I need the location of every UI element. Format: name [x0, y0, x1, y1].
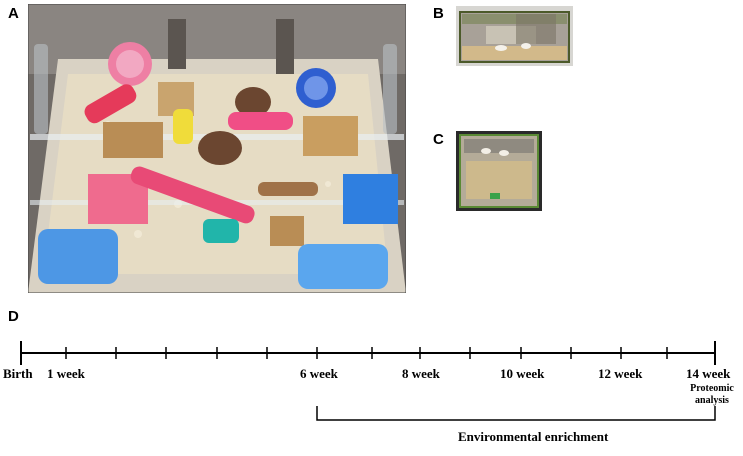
- panel-label-c: C: [433, 131, 444, 148]
- panel-label-d: D: [8, 308, 19, 325]
- label-week-8: 8 week: [402, 366, 440, 381]
- proteomic-line-1: Proteomic: [690, 383, 734, 394]
- label-week-6: 6 week: [300, 366, 338, 381]
- enrichment-bracket: [316, 406, 716, 421]
- label-proteomic-analysis: Proteomic analysis: [682, 383, 742, 407]
- label-week-14: 14 week: [686, 366, 731, 381]
- enriched-cage-photo: [28, 4, 406, 293]
- panel-label-b: B: [433, 5, 444, 22]
- label-birth: Birth: [3, 366, 33, 381]
- label-week-10: 10 week: [500, 366, 545, 381]
- standard-cage-side-photo: [456, 6, 573, 66]
- label-environmental-enrichment: Environmental enrichment: [458, 429, 609, 444]
- label-week-1: 1 week: [47, 366, 85, 381]
- standard-cage-top-photo: [456, 131, 542, 211]
- panel-label-a: A: [8, 5, 19, 22]
- label-week-12: 12 week: [598, 366, 643, 381]
- proteomic-line-2: analysis: [695, 395, 729, 406]
